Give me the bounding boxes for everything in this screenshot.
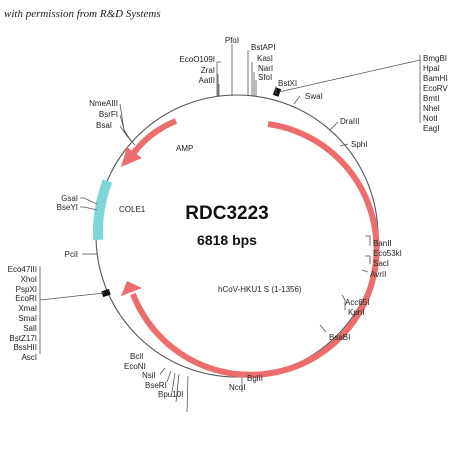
site-bmti: BmtI [423,94,439,103]
site-bstz17i: BstZ17I [9,334,37,343]
site-nmeaiii: NmeAIII [89,99,118,108]
site-nhei: NheI [423,104,440,113]
site-bsrfi: BsrFI [99,110,118,119]
site-bsshii: BssHII [13,343,37,352]
site-bpu10i: Bpu10I [158,390,183,399]
site-bsabi: BsaBI [329,333,350,342]
tick-bpu10i [186,375,189,413]
site-zrai: ZraI [201,66,215,75]
site-asci: AscI [21,353,37,362]
tick-bcli [159,367,166,375]
site-hpai: HpaI [423,64,440,73]
tick-bseyi [80,206,98,211]
site-bseri: BseRI [145,381,167,390]
site-ncoi: NcoI [229,383,245,392]
tick-gsai [80,197,98,205]
insert-arrow-head [121,281,142,296]
mcs-right-leader [278,59,421,93]
site-bstapi: BstAPI [251,43,275,52]
site-saci: SacI [373,259,389,268]
tick-sphi [339,143,349,147]
site-econi: EcoNI [124,362,146,371]
site-ecoo109i: EcoO109I [179,55,215,64]
plasmid-size: 6818 bps [197,232,257,248]
site-noti: NotI [423,114,438,123]
tick-bsai [119,125,136,146]
tick-banii [365,235,371,246]
site-xhoi: XhoI [21,275,37,284]
amp-arrow-body [127,118,178,160]
site-nari: NarI [258,64,273,73]
site-banii: BanII [373,239,392,248]
tick-swai [293,95,301,105]
site-pspxi: PspXI [16,285,37,294]
site-bamhi: BamHI [423,74,447,83]
tick-acc65i [341,294,346,310]
site-bmgbi: BmgBI [423,54,447,63]
insert-arrow-body [130,121,380,378]
site-sfoi: SfoI [258,73,272,82]
site-kasi: KasI [257,54,273,63]
site-gsai: GsaI [61,194,78,203]
tick-nsii [171,372,176,393]
site-xmai: XmaI [18,304,37,313]
insert-label: hCoV-HKU1 S (1-1356) [218,285,302,294]
site-bseyi: BseYI [57,203,78,212]
site-eagi: EagI [423,124,439,133]
site-bcli: BclI [130,352,143,361]
mcs-left-leader [39,292,105,301]
tick-avrii [361,269,369,273]
site-eco53ki: Eco53kI [373,249,402,258]
site-sphi: SphI [351,140,367,149]
mcs-mark-left [101,288,111,298]
site-pcii: PciI [65,250,78,259]
site-bsai: BsaI [96,121,112,130]
site-draiii: DraIII [340,117,360,126]
site-ecori: EcoRI [15,294,37,303]
tick-saci [365,255,371,264]
site-smai: SmaI [18,314,37,323]
site-bglii: BglII [247,374,263,383]
tick-draiii [329,121,339,131]
amp-arrow-head [121,147,142,167]
tick-nmeaiii [119,103,132,142]
site-aatii: AatII [199,76,215,85]
tick-econi [166,370,172,383]
site-avrii: AvrII [370,270,386,279]
mcs-mark-top [272,87,282,97]
tick-ecoo109i [216,61,221,96]
site-bstxi: BstXI [278,79,297,88]
site-eco47iii: Eco47III [8,265,37,274]
tick-bseri [175,373,180,403]
site-kpni: KpnI [348,308,364,317]
cole1-label: COLE1 [119,205,146,214]
site-sali: SalI [23,324,37,333]
site-nsii: NsiI [142,371,156,380]
permission-note: with permission from R&D Systems [4,8,161,20]
site-acc65i: Acc65I [345,298,369,307]
cole1-origin [92,179,113,241]
plasmid-name: RDC3223 [185,203,268,224]
tick-bsabi [319,324,327,333]
site-ecorv: EcoRV [423,84,448,93]
amp-label: AMP [176,144,193,153]
site-swai: SwaI [305,92,323,101]
site-pfoi: PfoI [225,36,239,45]
